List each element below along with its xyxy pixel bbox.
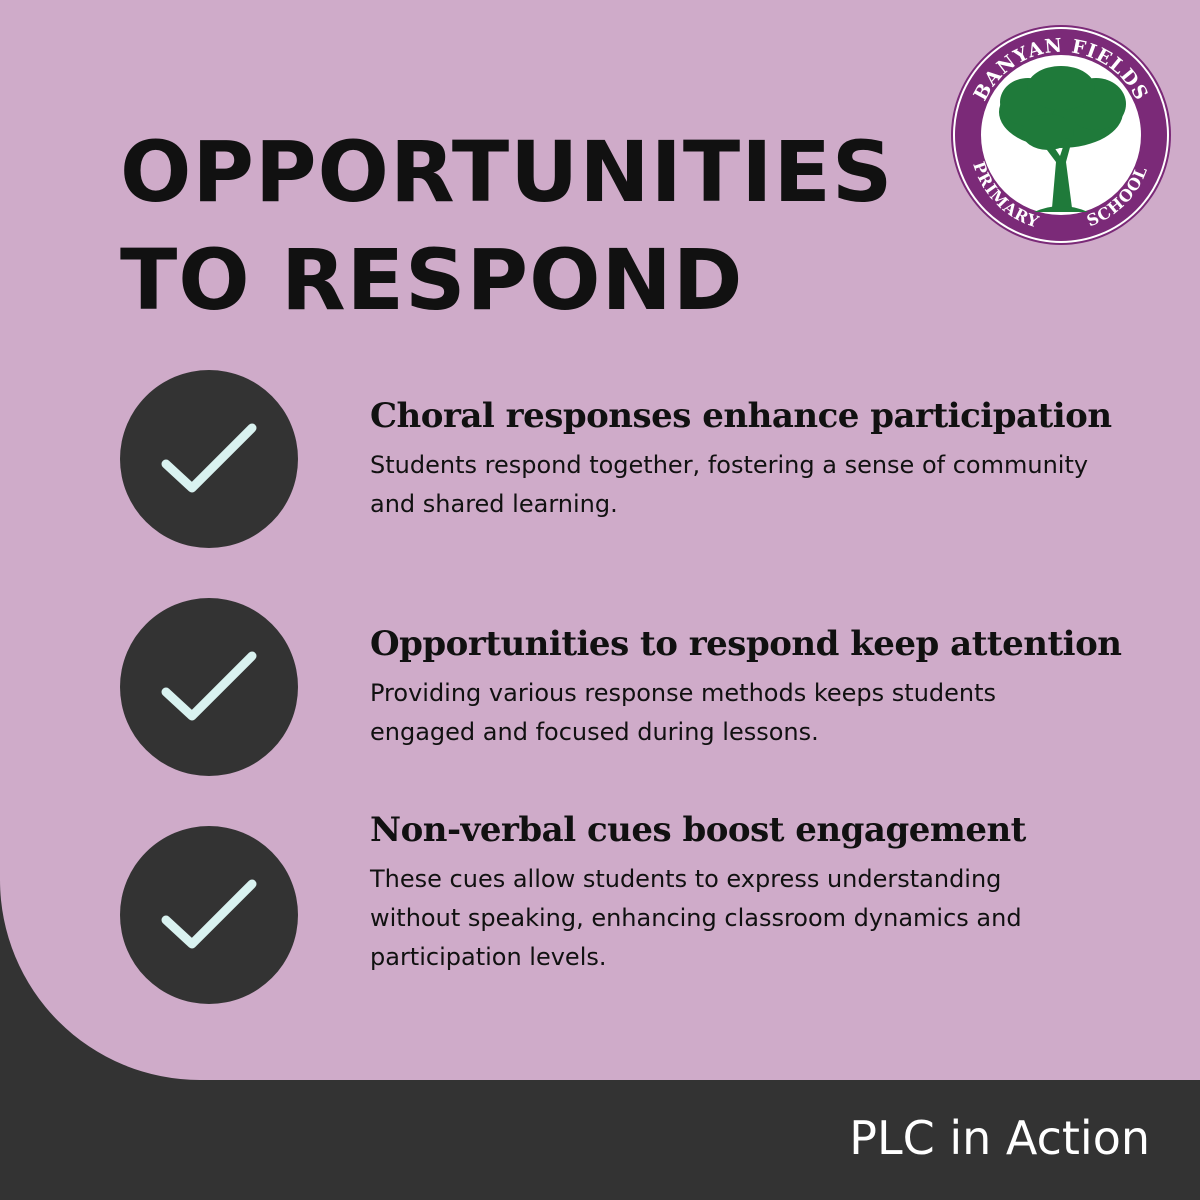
school-logo: BANYAN FIELDS PRIMARY SCHOOL xyxy=(951,25,1171,245)
item-heading: Choral responses enhance participation xyxy=(370,396,1112,436)
item-text: Non-verbal cues boost engagement These c… xyxy=(370,808,1090,977)
checkmark-icon xyxy=(161,423,257,493)
check-badge xyxy=(120,598,298,776)
content-panel: OPPORTUNITIES TO RESPOND BANYAN FIELDS P… xyxy=(0,0,1200,1080)
title-line-1: OPPORTUNITIES xyxy=(120,123,894,221)
item-heading: Opportunities to respond keep attention xyxy=(370,624,1122,664)
item-text: Choral responses enhance participation S… xyxy=(370,394,1112,524)
checkmark-icon xyxy=(161,651,257,721)
footer-label: PLC in Action xyxy=(849,1111,1150,1165)
item-text: Opportunities to respond keep attention … xyxy=(370,622,1122,752)
item-body: These cues allow students to express und… xyxy=(370,865,1022,971)
page-title: OPPORTUNITIES TO RESPOND xyxy=(120,118,893,334)
item-body: Students respond together, fostering a s… xyxy=(370,451,1089,518)
item-heading: Non-verbal cues boost engagement xyxy=(370,810,1026,850)
title-line-2: TO RESPOND xyxy=(120,231,744,329)
item-body: Providing various response methods keeps… xyxy=(370,679,997,746)
check-badge xyxy=(120,826,298,1004)
tree-icon xyxy=(999,66,1126,212)
checkmark-icon xyxy=(161,879,257,949)
check-badge xyxy=(120,370,298,548)
